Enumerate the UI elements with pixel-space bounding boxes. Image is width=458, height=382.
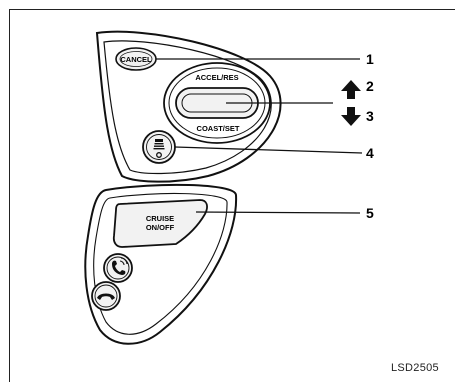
callout-lines: [156, 58, 363, 214]
figure-frame: [9, 9, 455, 382]
phone-voice-icon: [112, 257, 128, 275]
arrow-down-icon: [341, 107, 361, 126]
callout-5: 5: [366, 205, 374, 221]
lower-switch-panel: [84, 183, 238, 345]
distance-icon: [153, 139, 165, 158]
callout-1: 1: [366, 51, 374, 67]
phone-hangup-icon: [97, 293, 115, 300]
on-off-label: ON/OFF: [146, 223, 175, 232]
callout-2: 2: [366, 78, 374, 94]
callout-4: 4: [366, 145, 374, 161]
phone-voice-button[interactable]: [103, 253, 133, 283]
cancel-label: CANCEL: [120, 55, 152, 64]
cruise-on-off-button[interactable]: CRUISE ON/OFF: [112, 199, 208, 248]
upper-switch-panel: [95, 30, 282, 183]
distance-button[interactable]: [142, 130, 176, 164]
lower-switch-panel-inner: [93, 192, 228, 335]
phone-hangup-button[interactable]: [91, 281, 121, 311]
callout-3: 3: [366, 108, 374, 124]
cruise-label: CRUISE: [146, 214, 174, 223]
arrow-up-icon: [341, 80, 361, 99]
figure-code: LSD2505: [391, 362, 439, 374]
callout-line-5: [195, 211, 361, 214]
accel-coast-rocker[interactable]: ACCEL/RES COAST/SET: [163, 62, 271, 144]
callout-line-4: [174, 146, 363, 154]
upper-switch-panel-inner: [103, 40, 272, 175]
coast-set-label: COAST/SET: [197, 124, 240, 133]
accel-res-label: ACCEL/RES: [195, 73, 238, 82]
cancel-button[interactable]: CANCEL: [115, 47, 157, 71]
